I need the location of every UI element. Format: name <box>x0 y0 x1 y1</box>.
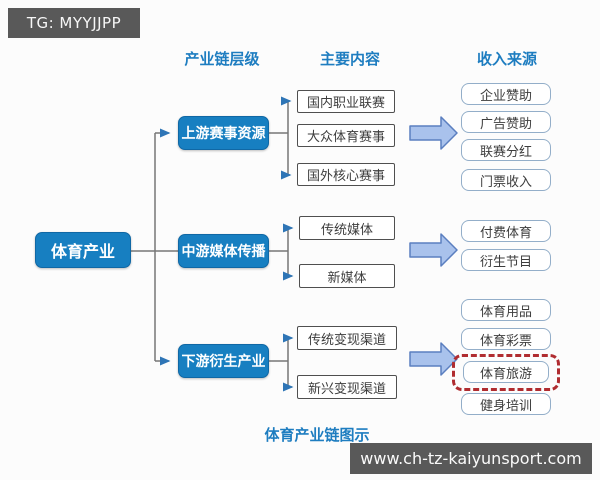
column-header-income: 收入来源 <box>476 50 537 68</box>
content-box: 新媒体 <box>299 264 395 288</box>
content-box: 国外核心赛事 <box>297 163 395 186</box>
column-header-content: 主要内容 <box>319 50 380 68</box>
content-box: 传统变现渠道 <box>297 326 397 350</box>
level-node-upstream: 上游赛事资源 <box>178 116 269 150</box>
income-box: 企业赞助 <box>461 83 551 105</box>
root-node: 体育产业 <box>35 232 131 268</box>
income-box: 联赛分红 <box>461 139 551 161</box>
income-box: 广告赞助 <box>461 111 551 133</box>
income-box: 门票收入 <box>461 169 551 191</box>
block-arrow-icon <box>409 342 458 376</box>
income-box: 体育彩票 <box>461 328 551 350</box>
column-header-level: 产业链层级 <box>184 50 260 68</box>
level-node-midstream: 中游媒体传播 <box>178 234 269 268</box>
income-box: 健身培训 <box>461 393 551 415</box>
income-box: 付费体育 <box>461 220 551 242</box>
income-box: 衍生节目 <box>461 249 551 271</box>
highlight-dashed-outline <box>452 354 560 391</box>
income-box: 体育用品 <box>461 299 551 321</box>
watermark-url-bar: www.ch-tz-kaiyunsport.com <box>350 443 592 474</box>
income-box-highlighted: 体育旅游 <box>463 361 549 383</box>
content-box: 大众体育赛事 <box>297 124 395 147</box>
block-arrow-icon <box>409 116 458 150</box>
level-node-downstream: 下游衍生产业 <box>178 344 269 378</box>
content-box: 国内职业联赛 <box>297 90 395 113</box>
watermark-badge: TG: MYYJJPP <box>8 8 140 38</box>
block-arrow-icon <box>409 233 458 267</box>
content-box: 新兴变现渠道 <box>297 375 397 399</box>
content-box: 传统媒体 <box>299 216 395 240</box>
diagram-caption: 体育产业链图示 <box>264 426 370 444</box>
